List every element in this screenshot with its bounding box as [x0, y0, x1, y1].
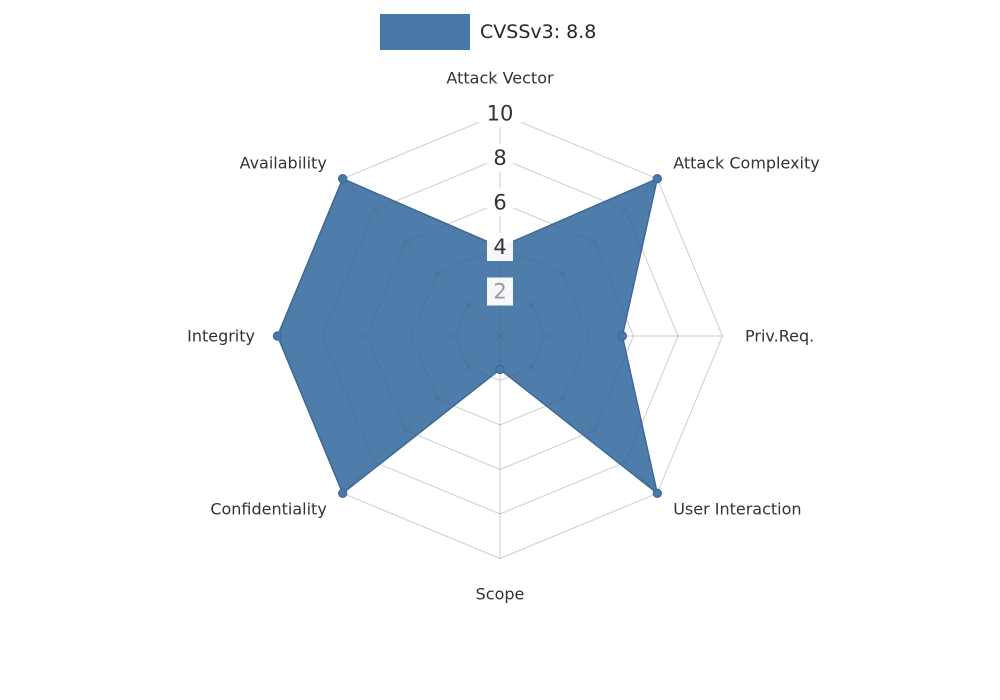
legend: CVSSv3: 8.8	[380, 14, 596, 50]
axis-label-user-interaction: User Interaction	[673, 500, 801, 519]
axis-label-attack-complexity: Attack Complexity	[673, 153, 820, 172]
grid-spoke-availability	[342, 178, 501, 337]
legend-swatch	[380, 14, 470, 50]
tick-label-8: 8	[493, 146, 506, 170]
grid-ring-10	[276, 112, 724, 560]
legend-label: CVSSv3: 8.8	[480, 21, 597, 43]
tick-bg-8	[487, 144, 513, 172]
axis-label-attack-vector: Attack Vector	[446, 69, 554, 88]
grid-ring-2	[454, 290, 546, 382]
tick-bg-6	[487, 188, 513, 217]
tick-bg-4	[487, 233, 513, 261]
axis-label-availability: Availability	[240, 153, 327, 172]
grid-ring-6	[365, 201, 635, 471]
series-marker-user-interaction	[652, 488, 662, 498]
tick-label-2: 2	[493, 280, 506, 304]
tick-label-4: 4	[493, 235, 506, 259]
axis-label-priv-req: Priv.Req.	[745, 327, 814, 346]
series-marker-scope	[495, 364, 505, 375]
grid-ring-8	[321, 157, 679, 515]
grid-ring-4	[410, 246, 590, 426]
axis-label-integrity: Integrity	[187, 327, 255, 346]
grid-spoke-confidentiality	[342, 335, 501, 494]
grid-spoke-user-interaction	[499, 335, 658, 494]
axis-label-scope: Scope	[476, 585, 525, 604]
tick-bg-2	[487, 277, 513, 306]
tick-label-6: 6	[493, 191, 506, 215]
series-marker-availability	[338, 174, 348, 184]
tick-bg-10	[479, 99, 521, 128]
series-marker-confidentiality	[338, 488, 348, 498]
axis-label-confidentiality: Confidentiality	[210, 500, 326, 519]
series-marker-priv-req	[617, 331, 628, 341]
series-marker-integrity	[272, 331, 283, 341]
series-marker-attack-complexity	[652, 174, 662, 184]
tick-label-10: 10	[487, 102, 514, 126]
grid-spoke-attack-complexity	[499, 178, 658, 337]
